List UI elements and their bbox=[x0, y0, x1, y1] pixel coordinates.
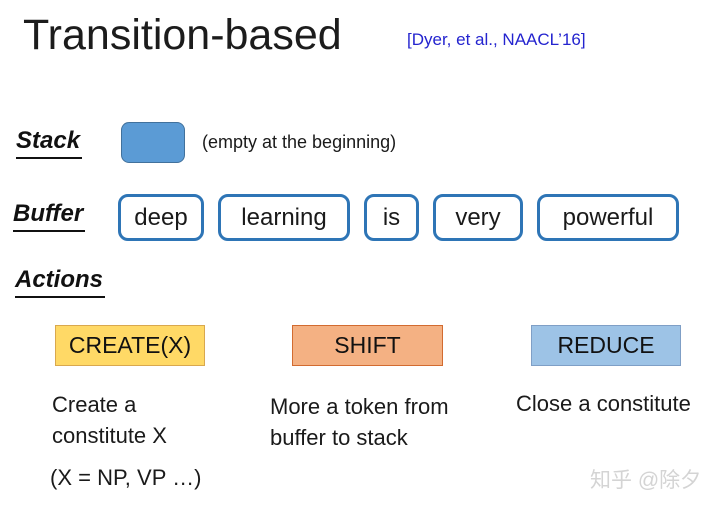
action-reduce-description: Close a constitute bbox=[516, 391, 691, 416]
stack-empty-note: (empty at the beginning) bbox=[202, 132, 397, 152]
buffer-token-very: very bbox=[433, 194, 523, 241]
action-create-description: Create a constitute X bbox=[52, 392, 167, 448]
citation-reference: [Dyer, et al., NAACL’16] bbox=[407, 30, 586, 49]
action-shift-box: SHIFT bbox=[292, 325, 443, 366]
stack-label: Stack bbox=[16, 127, 83, 159]
slide-title: Transition-based bbox=[23, 11, 342, 59]
stack-empty-box bbox=[121, 122, 185, 163]
buffer-label: Buffer bbox=[13, 200, 86, 232]
action-create-note: (X = NP, VP …) bbox=[50, 465, 202, 490]
action-create-box: CREATE(X) bbox=[55, 325, 205, 366]
action-shift-description: More a token from buffer to stack bbox=[270, 394, 449, 450]
buffer-token-deep: deep bbox=[118, 194, 204, 241]
watermark-zhihu: 知乎 @除夕 bbox=[590, 469, 702, 492]
buffer-token-row: deep learning is very powerful bbox=[118, 194, 679, 241]
actions-label: Actions bbox=[15, 266, 106, 298]
buffer-token-powerful: powerful bbox=[537, 194, 679, 241]
buffer-token-learning: learning bbox=[218, 194, 350, 241]
buffer-token-is: is bbox=[364, 194, 419, 241]
action-reduce-box: REDUCE bbox=[531, 325, 681, 366]
